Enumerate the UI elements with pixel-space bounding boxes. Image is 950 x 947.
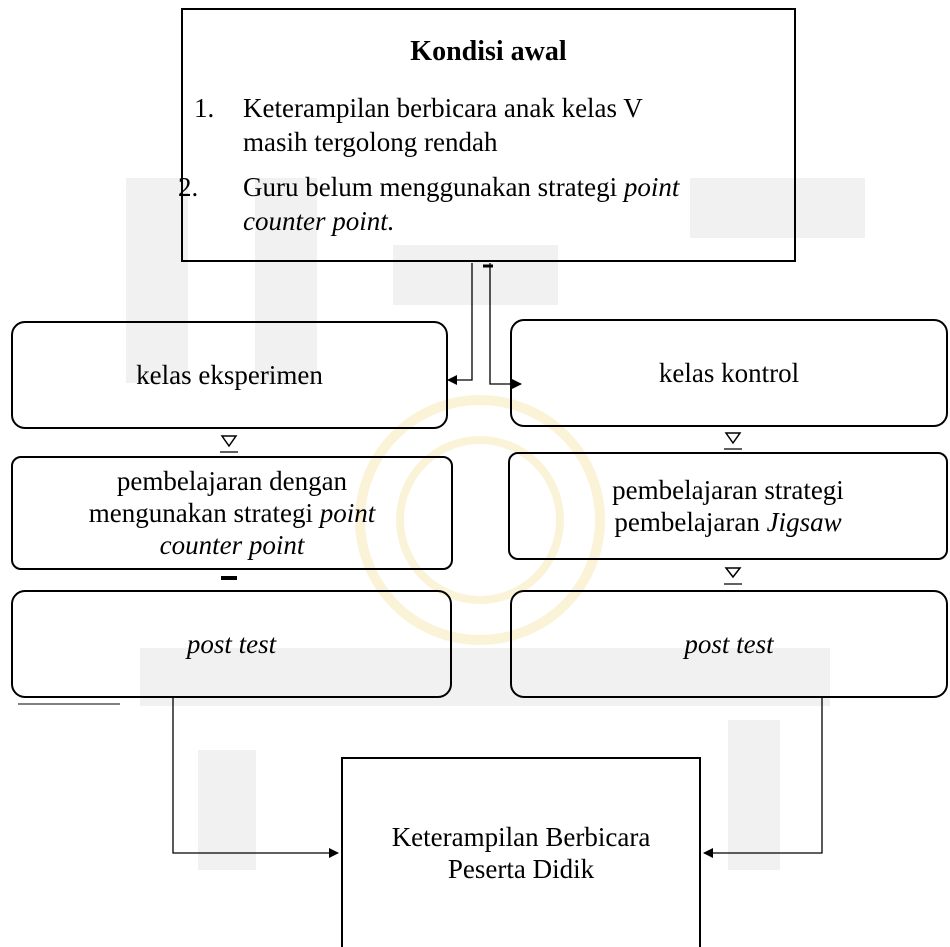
kondisi-awal-box: Kondisi awal 1. Keterampilan berbicara a… xyxy=(178,8,796,262)
watermark-emblem-inner xyxy=(396,436,564,604)
down-arrow-ekspe-1 xyxy=(220,435,238,448)
watermark-bar xyxy=(690,178,865,238)
item-number: 1. xyxy=(194,93,215,123)
kelas-eksperimen-box: kelas eksperimen xyxy=(11,321,448,429)
kondisi-awal-title: Kondisi awal xyxy=(410,36,567,67)
treatment-italic: counter point xyxy=(159,530,305,560)
down-arrow-kontrol-1 xyxy=(724,432,742,445)
arrow-kontrol-to-hasil xyxy=(703,698,823,858)
arrow-ekspe-to-hasil xyxy=(172,698,339,858)
item-text-line: masih tergolong rendah xyxy=(243,127,498,157)
watermark-bar xyxy=(255,178,317,383)
watermark-bar xyxy=(393,245,558,305)
treatment-kontrol-box: pembelajaran strategi pembelajaran Jigsa… xyxy=(508,452,948,560)
watermark-emblem xyxy=(355,395,605,645)
post-test-label: post test xyxy=(684,629,774,659)
treatment-line: pembelajaran strategi xyxy=(612,475,844,505)
hasil-box: Keterampilan Berbicara Peserta Didik xyxy=(341,757,701,947)
item-text-italic: point xyxy=(623,172,680,202)
kelas-kontrol-box: kelas kontrol xyxy=(510,319,948,427)
treatment-line: mengunakan strategi xyxy=(88,498,320,528)
item-text-line: Keterampilan berbicara anak kelas V xyxy=(243,93,643,123)
item-text-line: Guru belum menggunakan strategi xyxy=(243,172,624,202)
watermark-bar xyxy=(728,720,780,870)
post-test-kontrol-box: post test xyxy=(510,590,948,698)
hasil-line: Keterampilan Berbicara xyxy=(391,822,651,852)
treatment-line: pembelajaran dengan xyxy=(116,466,348,496)
treatment-italic: point xyxy=(319,498,376,528)
post-test-label: post test xyxy=(186,629,277,659)
treatment-italic: Jigsaw xyxy=(766,507,842,537)
post-test-eksperimen-box: post test xyxy=(11,590,452,698)
down-arrow-kontrol-2 xyxy=(724,567,742,579)
item-text-italic: counter point. xyxy=(243,206,395,236)
watermark-bar xyxy=(126,178,188,383)
treatment-eksperimen-box: pembelajaran dengan mengunakan strategi … xyxy=(11,456,453,570)
arrow-to-eksperimen xyxy=(447,263,473,385)
kelas-kontrol-label: kelas kontrol xyxy=(658,358,800,388)
kelas-eksperimen-label: kelas eksperimen xyxy=(136,360,323,390)
hasil-line: Peserta Didik xyxy=(447,854,595,884)
treatment-line: pembelajaran xyxy=(614,507,767,537)
item-number: 2. xyxy=(178,172,199,202)
watermark-bar xyxy=(198,750,256,870)
